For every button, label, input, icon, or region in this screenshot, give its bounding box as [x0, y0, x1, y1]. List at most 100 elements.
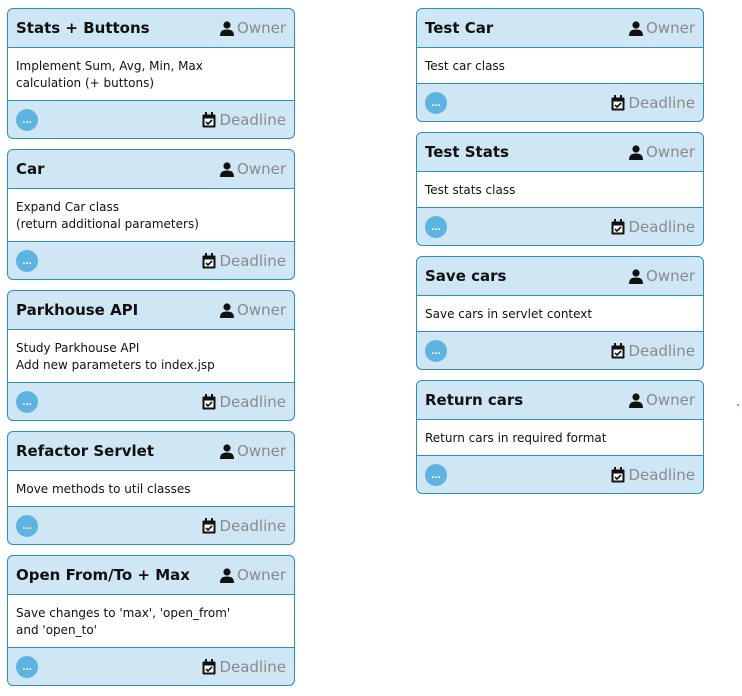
task-card[interactable]: Test Stats Owner Test stats class ... De… [416, 132, 704, 246]
more-button[interactable]: ... [425, 215, 447, 238]
deadline-label: Deadline [628, 93, 695, 112]
owner-field[interactable]: Owner [220, 160, 286, 178]
card-footer: ... Deadline [8, 648, 294, 685]
deadline-field[interactable]: Deadline [611, 218, 695, 236]
deadline-field[interactable]: Deadline [611, 94, 695, 112]
card-footer: ... Deadline [417, 84, 703, 121]
task-card[interactable]: Refactor Servlet Owner Move methods to u… [7, 431, 295, 545]
owner-field[interactable]: Owner [220, 566, 286, 584]
owner-field[interactable]: Owner [629, 267, 695, 285]
owner-field[interactable]: Owner [629, 143, 695, 161]
card-header: Stats + Buttons Owner [8, 9, 294, 48]
owner-label: Owner [237, 19, 286, 37]
stray-dot [737, 404, 739, 406]
deadline-field[interactable]: Deadline [202, 517, 286, 535]
deadline-field[interactable]: Deadline [611, 342, 695, 360]
card-footer: ... Deadline [417, 456, 703, 493]
task-card[interactable]: Save cars Owner Save cars in servlet con… [416, 256, 704, 370]
card-description: Save changes to 'max', 'open_from' and '… [8, 595, 294, 648]
deadline-field[interactable]: Deadline [202, 658, 286, 676]
owner-field[interactable]: Owner [629, 19, 695, 37]
person-icon [220, 302, 235, 318]
card-description: Test stats class [417, 172, 703, 208]
card-header: Save cars Owner [417, 257, 703, 296]
owner-label: Owner [237, 301, 286, 319]
card-description: Expand Car class (return additional para… [8, 189, 294, 242]
task-card[interactable]: Open From/To + Max Owner Save changes to… [7, 555, 295, 686]
task-card[interactable]: Parkhouse API Owner Study Parkhouse API … [7, 290, 295, 421]
task-card[interactable]: Test Car Owner Test car class ... Deadli… [416, 8, 704, 122]
person-icon [220, 443, 235, 459]
task-card[interactable]: Return cars Owner Return cars in require… [416, 380, 704, 494]
deadline-label: Deadline [628, 217, 695, 236]
deadline-label: Deadline [628, 341, 695, 360]
card-header: Test Car Owner [417, 9, 703, 48]
card-description: Save cars in servlet context [417, 296, 703, 332]
card-description: Move methods to util classes [8, 471, 294, 507]
deadline-label: Deadline [628, 465, 695, 484]
task-card[interactable]: Car Owner Expand Car class (return addit… [7, 149, 295, 280]
more-button[interactable]: ... [16, 108, 38, 131]
more-button[interactable]: ... [16, 514, 38, 537]
calendar-check-icon [202, 517, 216, 533]
deadline-field[interactable]: Deadline [202, 111, 286, 129]
card-description: Implement Sum, Avg, Min, Max calculation… [8, 48, 294, 101]
card-description: Test car class [417, 48, 703, 84]
card-title: Test Stats [425, 143, 509, 161]
owner-field[interactable]: Owner [220, 442, 286, 460]
more-button[interactable]: ... [16, 249, 38, 272]
calendar-check-icon [611, 218, 625, 234]
person-icon [629, 144, 644, 160]
card-header: Return cars Owner [417, 381, 703, 420]
deadline-field[interactable]: Deadline [611, 466, 695, 484]
card-title: Parkhouse API [16, 301, 139, 319]
card-footer: ... Deadline [8, 383, 294, 420]
right-column: Test Car Owner Test car class ... Deadli… [416, 8, 704, 504]
owner-field[interactable]: Owner [220, 19, 286, 37]
calendar-check-icon [611, 94, 625, 110]
left-column: Stats + Buttons Owner Implement Sum, Avg… [7, 8, 295, 696]
person-icon [220, 161, 235, 177]
person-icon [629, 20, 644, 36]
person-icon [220, 20, 235, 36]
card-footer: ... Deadline [8, 507, 294, 544]
owner-field[interactable]: Owner [629, 391, 695, 409]
deadline-label: Deadline [219, 251, 286, 270]
calendar-check-icon [202, 111, 216, 127]
more-button[interactable]: ... [16, 655, 38, 678]
deadline-field[interactable]: Deadline [202, 393, 286, 411]
calendar-check-icon [202, 393, 216, 409]
task-card[interactable]: Stats + Buttons Owner Implement Sum, Avg… [7, 8, 295, 139]
card-title: Stats + Buttons [16, 19, 150, 37]
deadline-label: Deadline [219, 110, 286, 129]
owner-label: Owner [237, 566, 286, 584]
deadline-label: Deadline [219, 516, 286, 535]
owner-label: Owner [646, 143, 695, 161]
owner-label: Owner [237, 160, 286, 178]
card-header: Parkhouse API Owner [8, 291, 294, 330]
card-title: Refactor Servlet [16, 442, 154, 460]
card-title: Open From/To + Max [16, 566, 190, 584]
owner-label: Owner [646, 267, 695, 285]
owner-field[interactable]: Owner [220, 301, 286, 319]
card-description: Study Parkhouse API Add new parameters t… [8, 330, 294, 383]
owner-label: Owner [646, 391, 695, 409]
more-button[interactable]: ... [425, 339, 447, 362]
card-header: Refactor Servlet Owner [8, 432, 294, 471]
more-button[interactable]: ... [425, 91, 447, 114]
more-button[interactable]: ... [16, 390, 38, 413]
card-footer: ... Deadline [8, 101, 294, 138]
owner-label: Owner [237, 442, 286, 460]
person-icon [629, 392, 644, 408]
card-footer: ... Deadline [417, 208, 703, 245]
calendar-check-icon [202, 252, 216, 268]
deadline-label: Deadline [219, 392, 286, 411]
card-header: Test Stats Owner [417, 133, 703, 172]
calendar-check-icon [611, 342, 625, 358]
more-button[interactable]: ... [425, 463, 447, 486]
person-icon [220, 567, 235, 583]
card-title: Return cars [425, 391, 524, 409]
deadline-field[interactable]: Deadline [202, 252, 286, 270]
card-header: Open From/To + Max Owner [8, 556, 294, 595]
owner-label: Owner [646, 19, 695, 37]
